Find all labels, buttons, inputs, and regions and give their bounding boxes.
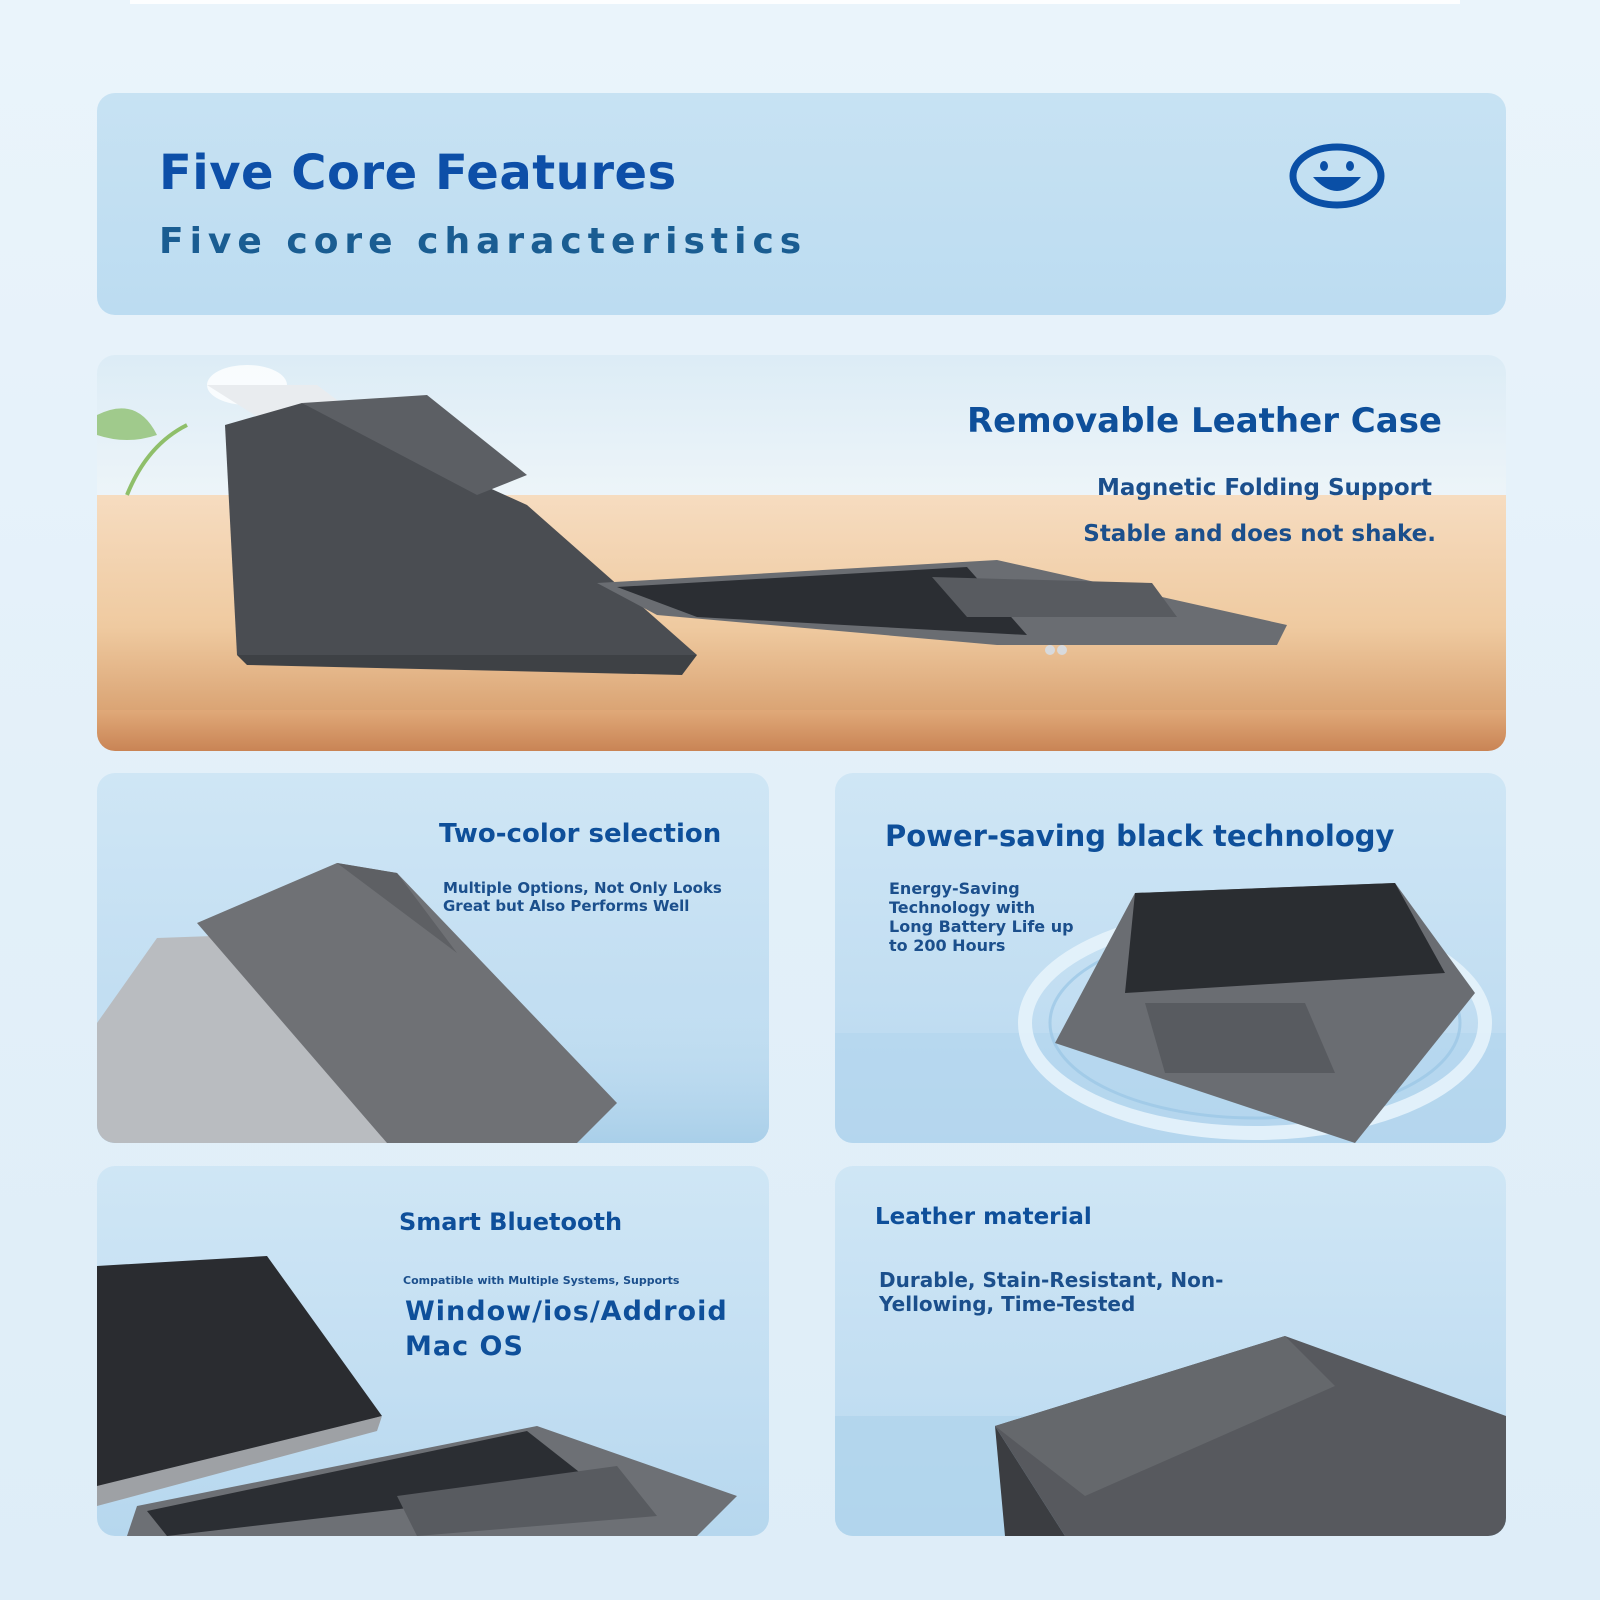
hero-line-1: Magnetic Folding Support: [1096, 475, 1432, 501]
top-divider: [130, 0, 1460, 4]
smile-icon: [1289, 143, 1385, 209]
feature-desc-power-1: Energy-Saving: [889, 879, 1020, 898]
page-subtitle: Five core characteristics: [159, 221, 808, 262]
hero-title: Removable Leather Case: [966, 401, 1442, 441]
feature-card-leather: Leather material Durable, Stain-Resistan…: [835, 1166, 1506, 1536]
page-title: Five Core Features: [159, 145, 677, 201]
bluetooth-image: [97, 1256, 737, 1536]
feature-os-line-2: Mac OS: [405, 1331, 524, 1362]
feature-card-power: Power-saving black technology Energy-Sav…: [835, 773, 1506, 1143]
feature-os-line-1: Window/ios/Addroid: [405, 1296, 728, 1327]
feature-desc-leather-2: Yellowing, Time-Tested: [879, 1292, 1136, 1316]
two-color-image: [97, 863, 769, 1143]
hero-image: [97, 355, 1506, 751]
feature-title-bluetooth: Smart Bluetooth: [399, 1208, 623, 1236]
feature-card-bluetooth: Smart Bluetooth Compatible with Multiple…: [97, 1166, 769, 1536]
hero-card: Removable Leather Case Magnetic Folding …: [97, 355, 1506, 751]
feature-desc-two-color-2: Great but Also Performs Well: [443, 897, 690, 915]
feature-title-leather: Leather material: [875, 1204, 1092, 1230]
feature-title-two-color: Two-color selection: [439, 819, 722, 849]
feature-desc-two-color-1: Multiple Options, Not Only Looks: [443, 879, 722, 897]
feature-card-two-color: Two-color selection Multiple Options, No…: [97, 773, 769, 1143]
power-image: [835, 883, 1506, 1143]
feature-desc-power-2: Technology with: [889, 898, 1036, 917]
feature-desc-power-3: Long Battery Life up: [889, 917, 1074, 936]
feature-desc-power-4: to 200 Hours: [889, 936, 1006, 955]
header-card: Five Core Features Five core characteris…: [97, 93, 1506, 315]
feature-desc-bluetooth: Compatible with Multiple Systems, Suppor…: [403, 1274, 680, 1287]
feature-desc-leather-1: Durable, Stain-Resistant, Non-: [879, 1268, 1224, 1292]
hero-line-2: Stable and does not shake.: [1083, 521, 1436, 547]
feature-title-power: Power-saving black technology: [885, 819, 1395, 853]
leather-image: [835, 1336, 1506, 1536]
